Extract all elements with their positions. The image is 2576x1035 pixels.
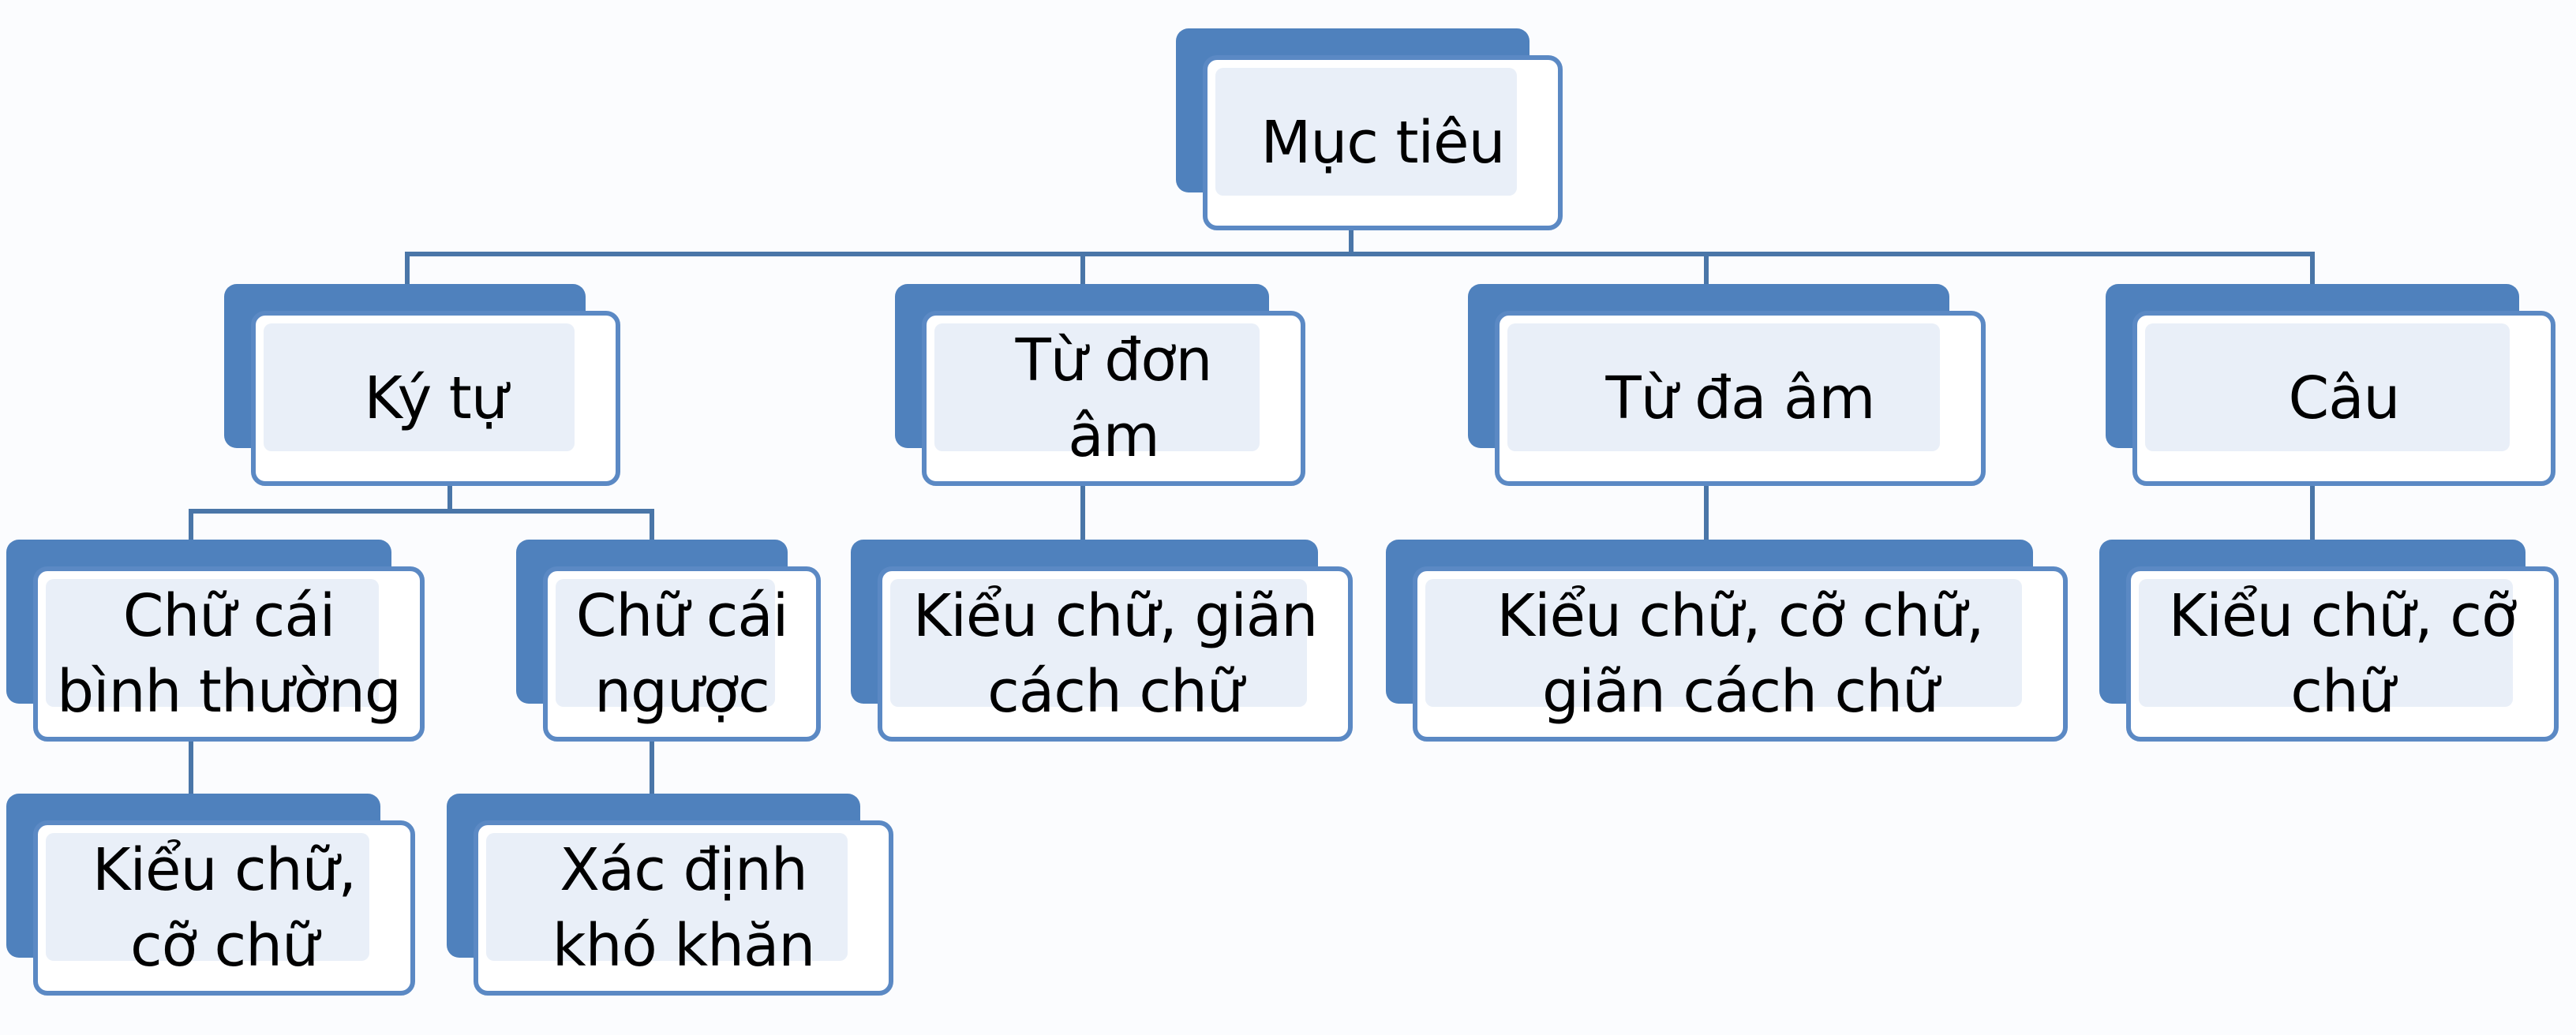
node-root: Mục tiêu xyxy=(1176,28,1563,230)
node-kieu-chu-co-chu-cau-label: Kiểu chữ, cỡ chữ xyxy=(2168,582,2518,726)
node-kieu-chu-co-chu-cau: Kiểu chữ, cỡ chữ xyxy=(2099,540,2559,742)
node-tu-da-am-label: Từ đa âm xyxy=(1605,364,1876,432)
node-kieu-chu-co-chu-gian-cach: Kiểu chữ, cỡ chữ, giãn cách chữ xyxy=(1386,540,2068,742)
node-cau-label: Câu xyxy=(2288,364,2401,432)
node-chu-cai-nguoc-label: Chữ cái ngược xyxy=(575,582,789,726)
node-chu-cai-binh-thuong-label: Chữ cái bình thường xyxy=(57,582,402,726)
node-kieu-chu-gian-cach-label: Kiểu chữ, giãn cách chữ xyxy=(912,582,1318,726)
node-tu-don-am: Từ đơn âm xyxy=(895,284,1305,486)
node-xac-dinh-kho-khan-label: Xác định khó khăn xyxy=(552,836,816,980)
node-ky-tu: Ký tự xyxy=(224,284,620,486)
node-kieu-chu-co-chu-ky-tu-label: Kiểu chữ, cỡ chữ xyxy=(92,836,357,980)
node-tu-don-am-label: Từ đơn âm xyxy=(1015,327,1213,470)
node-root-label: Mục tiêu xyxy=(1260,109,1506,177)
node-kieu-chu-gian-cach: Kiểu chữ, giãn cách chữ xyxy=(851,540,1353,742)
node-chu-cai-binh-thuong: Chữ cái bình thường xyxy=(6,540,425,742)
node-chu-cai-nguoc: Chữ cái ngược xyxy=(516,540,821,742)
node-ky-tu-label: Ký tự xyxy=(364,364,507,432)
node-cau: Câu xyxy=(2106,284,2555,486)
node-tu-da-am: Từ đa âm xyxy=(1468,284,1986,486)
node-xac-dinh-kho-khan: Xác định khó khăn xyxy=(447,794,893,996)
node-kieu-chu-co-chu-gian-cach-label: Kiểu chữ, cỡ chữ, giãn cách chữ xyxy=(1496,582,1984,726)
node-kieu-chu-co-chu-ky-tu: Kiểu chữ, cỡ chữ xyxy=(6,794,415,996)
